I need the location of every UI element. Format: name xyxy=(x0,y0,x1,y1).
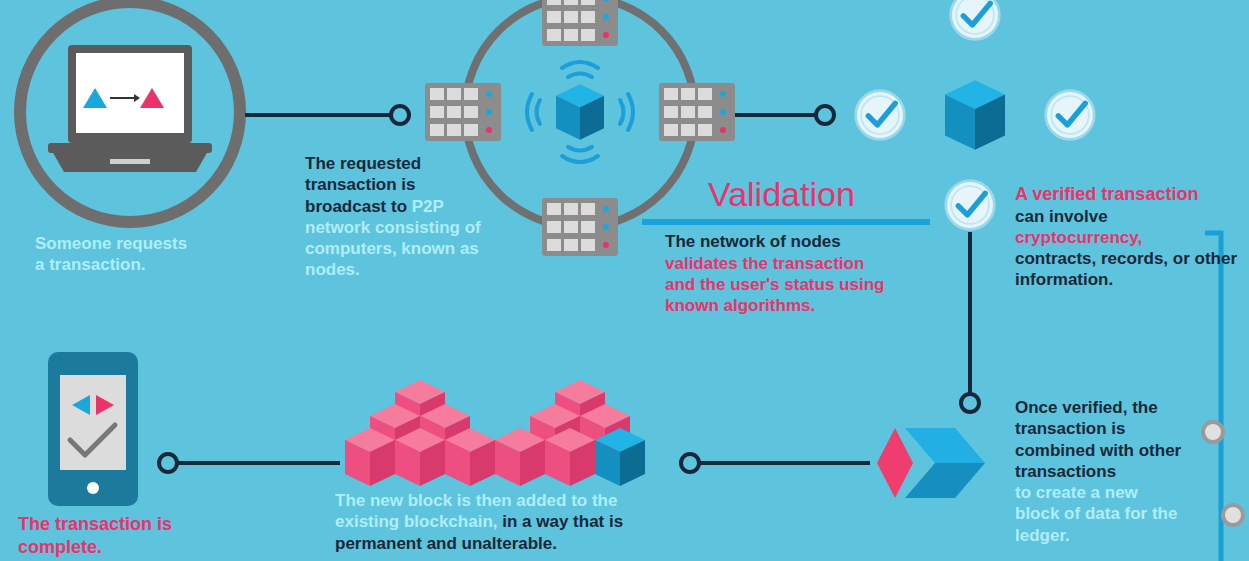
step-label: The transaction is complete. xyxy=(18,513,198,558)
step-label: The network of nodes xyxy=(665,231,935,252)
step-node: Once verified, the transaction is combin… xyxy=(870,403,990,508)
step-node: The transaction is complete. xyxy=(40,350,168,510)
step-label: validates the transaction and the user's… xyxy=(665,253,890,317)
step-label: Once verified, the transaction is combin… xyxy=(1015,397,1185,482)
step-node: Someone requests a transaction. xyxy=(15,0,245,230)
underline-bar xyxy=(642,219,930,225)
step-text: The transaction is complete. xyxy=(18,513,198,558)
step-node: A verified transactioncan involvecryptoc… xyxy=(943,178,997,232)
step-node: The new block is then added to the exist… xyxy=(340,375,690,487)
flow-connector xyxy=(961,232,979,412)
step-label: contracts, records, or other information… xyxy=(1015,248,1239,291)
phone-icon xyxy=(48,352,138,506)
step-text: Once verified, the transaction is combin… xyxy=(1015,397,1185,546)
step-label: can involve xyxy=(1015,206,1239,227)
combine-icon xyxy=(877,428,985,498)
network-ring xyxy=(425,0,735,256)
step-text: ValidationThe network of nodesvalidates … xyxy=(665,176,935,316)
step-text: The new block is then added to the exist… xyxy=(335,490,645,554)
step-node: The requested transaction is broadcast t… xyxy=(400,0,735,250)
flow-connector xyxy=(245,106,409,124)
step-text: A verified transactioncan involvecryptoc… xyxy=(1015,183,1239,291)
laptop-icon xyxy=(20,2,240,222)
step-label: The requested transaction is broadcast t… xyxy=(305,154,421,216)
step-text: Someone requests a transaction. xyxy=(35,233,200,276)
step-node: ValidationThe network of nodesvalidates … xyxy=(825,0,1105,145)
step-label: Someone requests a transaction. xyxy=(35,233,200,276)
flow-connector xyxy=(681,454,870,472)
step-label: cryptocurrency, xyxy=(1015,227,1239,248)
flow-connector xyxy=(735,106,834,124)
step-text: The requested transaction is broadcast t… xyxy=(305,153,495,281)
step-label: A verified transaction xyxy=(1015,183,1239,206)
bracket xyxy=(1203,233,1243,561)
step-label: to create a new block of data for the le… xyxy=(1015,482,1185,546)
section-heading: Validation xyxy=(708,176,935,213)
blockchain-blocks xyxy=(345,380,645,486)
flow-connector xyxy=(159,454,340,472)
